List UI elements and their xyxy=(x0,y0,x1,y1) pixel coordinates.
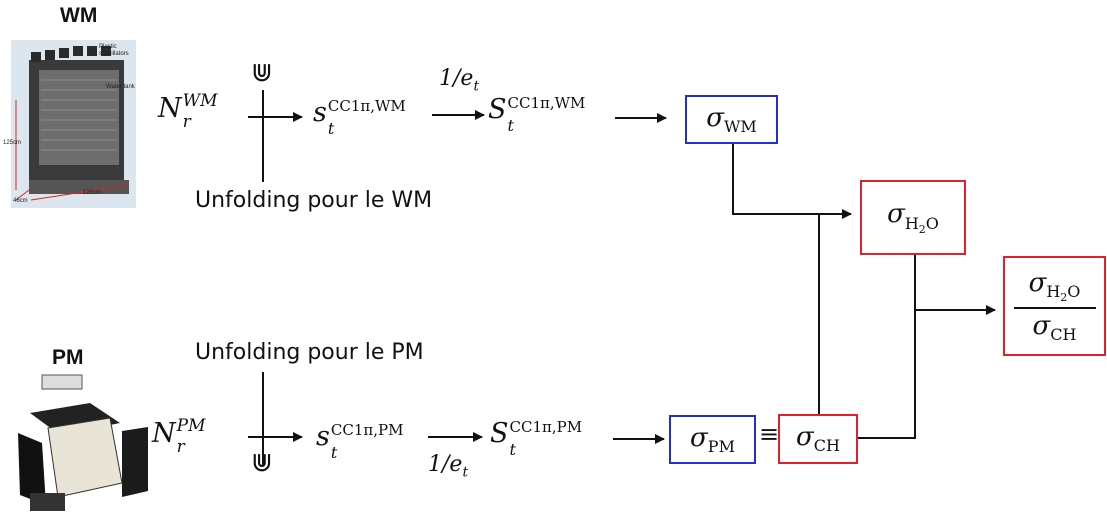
wm-detector-drawing xyxy=(15,46,130,201)
sigma-h2o-box: σH2O xyxy=(860,180,966,255)
ratio-box: σH2O σCH xyxy=(1003,256,1106,356)
wm-label-depth: 46cm xyxy=(13,198,28,204)
wm-header: WM xyxy=(60,4,98,27)
wm-label-height: 125cm xyxy=(3,140,22,146)
pm-s: s CC1π,PM t xyxy=(316,421,404,462)
wm-label-plastic: Plastic scintillators xyxy=(99,44,129,57)
pm-S: S CC1π,PM t xyxy=(490,418,583,459)
wm-detector-image: Plastic scintillators Water tank 125cm 1… xyxy=(3,40,136,208)
pm-header: PM xyxy=(52,346,84,369)
sigma-pm-box: σPM xyxy=(669,415,756,464)
pm-union-symbol: ⋓ xyxy=(251,448,273,478)
wm-S: S CC1π,WM t xyxy=(488,94,586,135)
ratio-fraction-bar xyxy=(1013,306,1096,309)
sigma-wm-box: σWM xyxy=(685,95,778,144)
pm-efficiency: 1/et xyxy=(428,452,469,481)
wm-to-h2o-line xyxy=(732,143,852,219)
ch-right-line xyxy=(858,310,916,439)
wm-union-symbol: ⋓ xyxy=(251,58,273,88)
pm-detector-image xyxy=(10,373,155,513)
ratio-numerator: σH2O xyxy=(1028,268,1081,305)
wm-s: s CC1π,WM t xyxy=(313,97,406,138)
ratio-denominator: σCH xyxy=(1032,310,1077,344)
sigma-ch-box: σCH xyxy=(778,414,858,464)
equiv-symbol: ≡ xyxy=(759,420,780,448)
wm-unfolding-label: Unfolding pour le WM xyxy=(195,188,433,213)
wm-efficiency: 1/et xyxy=(439,66,480,95)
wm-N: N WM r xyxy=(158,91,218,132)
pm-N: N PM r xyxy=(152,416,206,457)
pm-unfolding-label: Unfolding pour le PM xyxy=(195,340,424,365)
pm-detector-drawing xyxy=(18,374,148,511)
wm-label-water: Water tank xyxy=(106,84,135,90)
wm-label-width: 125cm xyxy=(83,190,102,196)
